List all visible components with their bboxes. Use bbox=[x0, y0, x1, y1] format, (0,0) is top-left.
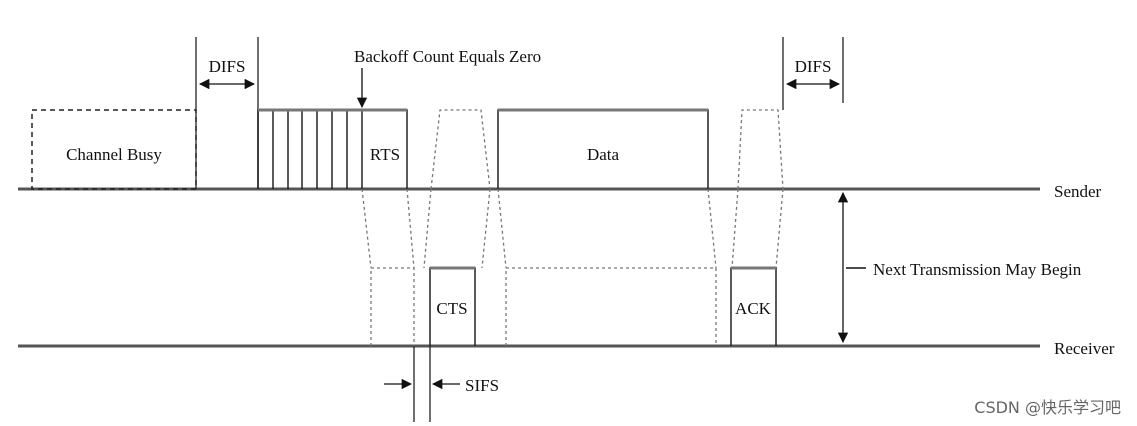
data-label: Data bbox=[587, 145, 620, 164]
rts-label: RTS bbox=[370, 145, 400, 164]
next-transmission-label: Next Transmission May Begin bbox=[873, 260, 1082, 279]
sifs-label: SIFS bbox=[465, 376, 499, 395]
channel-busy-frame bbox=[31, 109, 197, 190]
channel-busy-label: Channel Busy bbox=[66, 145, 162, 164]
sender-dotted-shadows bbox=[430, 109, 784, 190]
projection-lines bbox=[361, 188, 784, 346]
cts-label: CTS bbox=[436, 299, 467, 318]
receiver-label: Receiver bbox=[1054, 339, 1115, 358]
difs-left-label: DIFS bbox=[209, 57, 246, 76]
watermark: CSDN @快乐学习吧 bbox=[974, 398, 1121, 417]
ack-label: ACK bbox=[735, 299, 772, 318]
backoff-slots bbox=[257, 110, 363, 189]
sender-label: Sender bbox=[1054, 182, 1102, 201]
difs-right-label: DIFS bbox=[795, 57, 832, 76]
backoff-label: Backoff Count Equals Zero bbox=[354, 47, 541, 66]
